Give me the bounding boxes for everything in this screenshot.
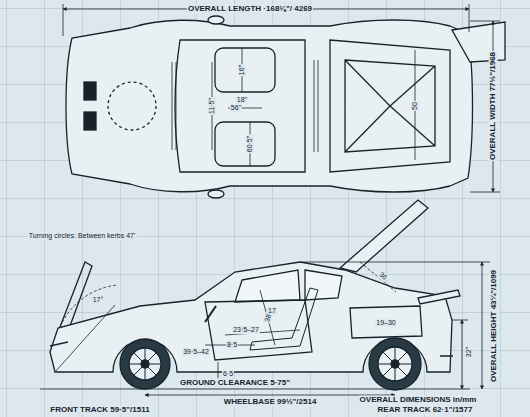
seat [215, 48, 275, 92]
wheel-spoke [145, 368, 146, 380]
dimension-line [260, 290, 275, 345]
dimension-value: 8·5 [226, 341, 238, 349]
wheel-spoke [383, 367, 392, 376]
dimension-line [482, 262, 483, 389]
grille [172, 62, 176, 150]
spare-wheel [108, 82, 156, 130]
dimension-value: 39·5–42 [182, 348, 210, 356]
wheel-spoke [129, 364, 141, 365]
dimension-label: OVERALL HEIGHT 43¼"/1099 [490, 269, 499, 383]
extension-line [302, 262, 490, 263]
dimension-value: 18" [236, 96, 248, 104]
dimension-value: 16" [238, 64, 246, 76]
wheel-spoke [148, 367, 156, 375]
wheel-spoke [378, 364, 391, 365]
top-dimensions [63, 4, 500, 192]
top-view [66, 16, 505, 198]
wheel-spoke [148, 353, 156, 361]
dimension-label: OVERALL WIDTH 77½"/1968 [489, 51, 498, 161]
dimension-line [205, 330, 300, 378]
note: OVERALL DIMENSIONS in/mm [359, 396, 478, 405]
extension-line [470, 21, 500, 192]
rear-grille [314, 60, 318, 152]
side-dimensions [40, 262, 490, 395]
wheel-spoke [134, 367, 142, 375]
angle-arc [60, 285, 118, 327]
angle-value: 17° [92, 296, 105, 304]
wheel-spoke [395, 368, 396, 381]
dimension-label: GROUND CLEARANCE 5·75" [179, 379, 291, 388]
dimension-value: 11·5" [208, 97, 216, 115]
extension-line [63, 4, 469, 36]
vent [84, 82, 96, 100]
rear-window [305, 270, 342, 300]
dimension-label: REAR TRACK 62·1"/1577 [377, 406, 474, 415]
dimension-value: 23·5–27 [232, 326, 260, 334]
rear-wheel [369, 338, 421, 390]
wheel-spoke [383, 352, 392, 361]
wheel-spokes [129, 347, 412, 381]
front-wheel-rim [129, 348, 161, 380]
ground-line [40, 389, 470, 390]
window [235, 270, 300, 302]
mirror [208, 190, 224, 198]
extension-line [452, 320, 468, 321]
vent [84, 112, 96, 130]
wheel-spoke [145, 348, 146, 360]
dimension-line [145, 395, 395, 396]
cockpit [175, 40, 305, 172]
front-wheel [120, 339, 170, 389]
dimension-value: 38 [263, 312, 273, 323]
dimension-line [360, 262, 396, 292]
engine-lid-open [340, 200, 428, 272]
dimension-value: 32" [465, 346, 473, 358]
side-intake [350, 306, 422, 338]
dimension-value: 50 [411, 101, 419, 111]
dimension-line [212, 48, 262, 166]
front-hub [141, 360, 149, 368]
dimension-line [462, 320, 463, 389]
rear-hub [391, 360, 399, 368]
dimension-value: 19–30 [375, 319, 396, 327]
dimension-value: 60·5" [246, 135, 254, 154]
note: Turning circles: Between kerbs 47' [28, 232, 137, 240]
engine-cover [330, 40, 450, 172]
dimension-label: OVERALL LENGTH ·168⅛"/ 4269 [187, 5, 313, 14]
engine-cover-frame [345, 60, 435, 152]
wheel-spoke [395, 347, 396, 360]
wheel-spoke [398, 367, 407, 376]
body-outline [66, 20, 473, 192]
wheel-spoke [134, 353, 142, 361]
dimension-value: 56" [230, 104, 242, 112]
dimension-label: WHEELBASE 99½"/2514 [223, 398, 318, 407]
wheel-spoke [399, 364, 412, 365]
steering-wheel [205, 306, 216, 322]
mirror [208, 16, 224, 24]
seat [215, 122, 275, 166]
dimension-value: 36 [377, 270, 389, 282]
rear-wing [418, 290, 460, 304]
side-view [50, 200, 460, 390]
dimension-value: 6·5 [222, 370, 234, 378]
wheel-spoke [149, 364, 161, 365]
dimension-label: FRONT TRACK 59·5"/1511 [49, 406, 150, 415]
seat [250, 288, 318, 350]
rear-wheel-rim [378, 347, 412, 381]
angle-line [55, 305, 115, 372]
wheel-spoke [398, 352, 407, 361]
